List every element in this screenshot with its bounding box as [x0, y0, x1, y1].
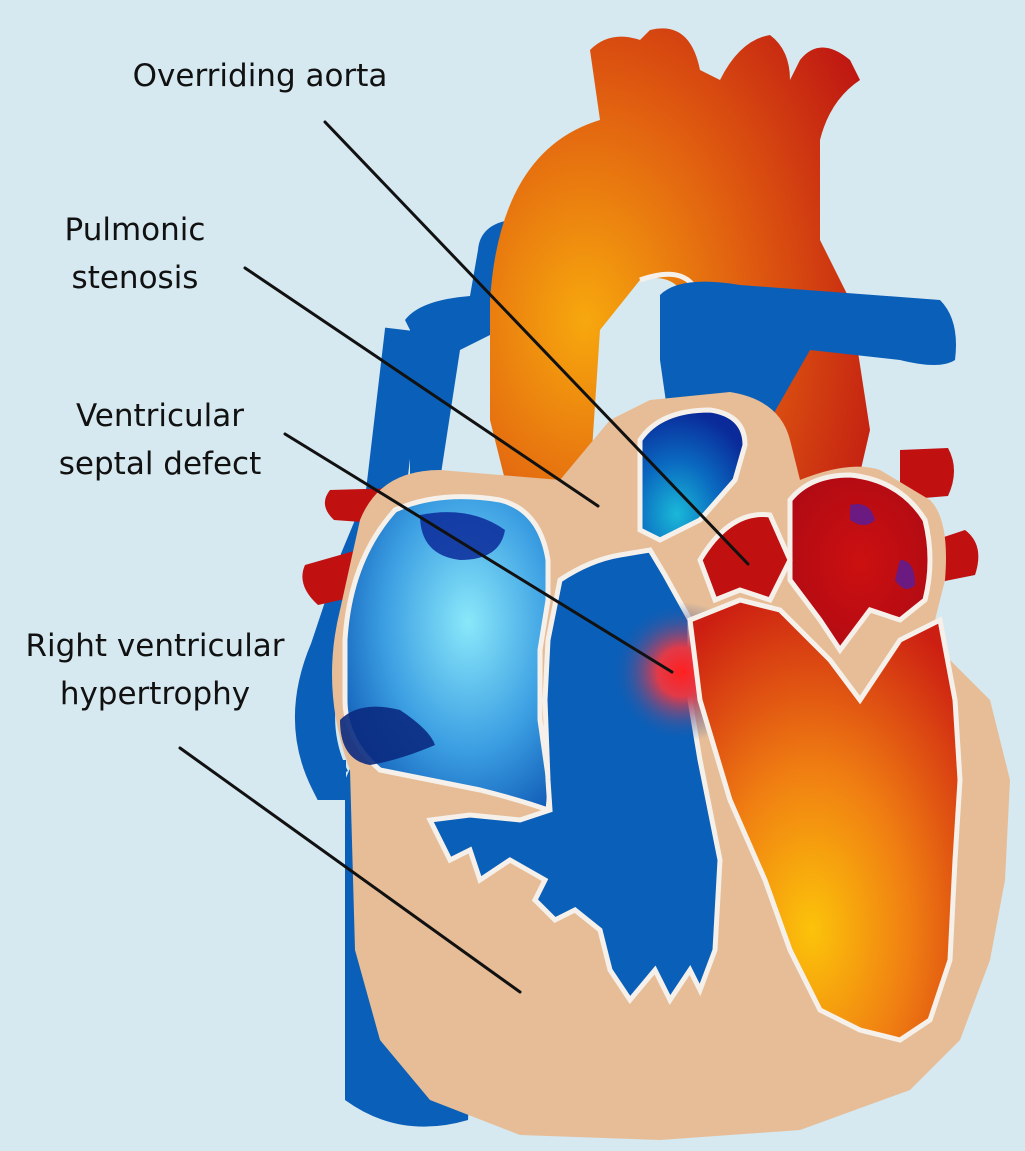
label-pulmonic-stenosis: Pulmonic stenosis [30, 206, 240, 302]
label-rvh-line2: hypertrophy [0, 670, 310, 718]
label-ventricular-septal-defect: Ventricular septal defect [20, 392, 300, 488]
label-vsd-line2: septal defect [20, 440, 300, 488]
label-overriding-aorta: Overriding aorta [110, 52, 410, 100]
label-pulmonic-stenosis-line2: stenosis [30, 254, 240, 302]
label-overriding-aorta-text: Overriding aorta [110, 52, 410, 100]
label-right-ventricular-hypertrophy: Right ventricular hypertrophy [0, 622, 310, 718]
label-pulmonic-stenosis-line1: Pulmonic [30, 206, 240, 254]
label-vsd-line1: Ventricular [20, 392, 300, 440]
label-rvh-line1: Right ventricular [0, 622, 310, 670]
